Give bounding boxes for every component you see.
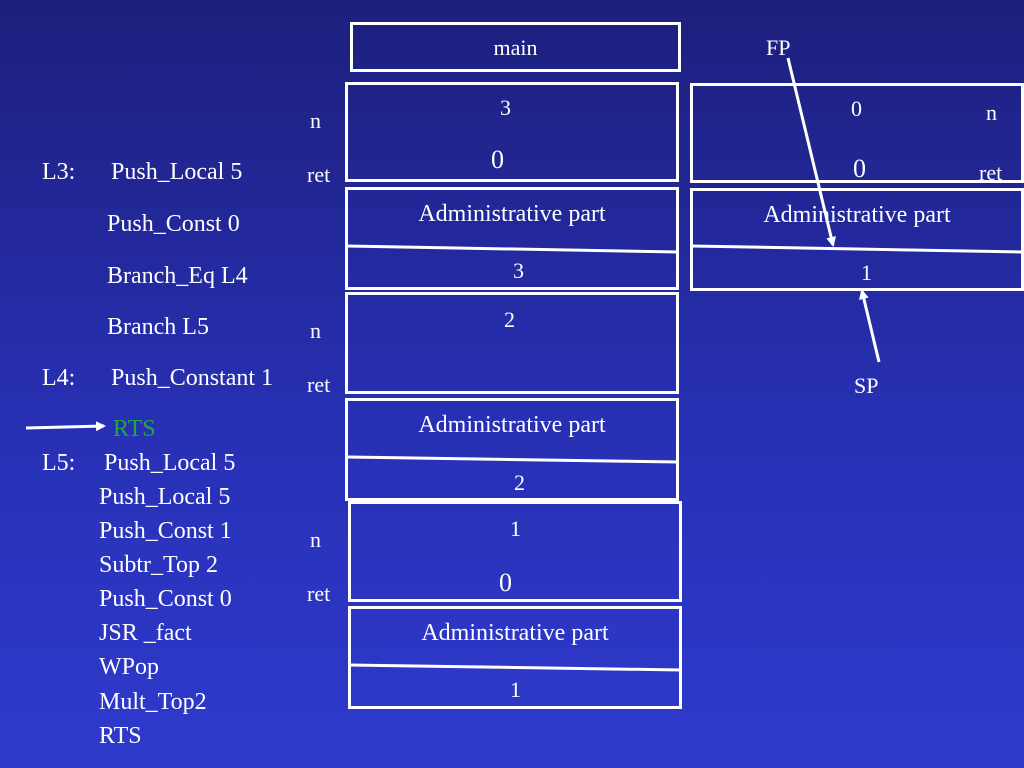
code-line-l4: Push_Constant 1 [111, 365, 274, 391]
code-line: Mult_Top2 [99, 689, 207, 715]
frame2-ret-label: ret [307, 372, 331, 397]
fp-arrow-icon [786, 57, 836, 247]
label-l3: L3: [42, 159, 76, 185]
current-separator [690, 244, 1024, 254]
frame2-link-value: 2 [514, 470, 525, 495]
frame1-n-label: n [310, 108, 321, 133]
current-n-label: n [986, 100, 997, 125]
sp-label: SP [854, 373, 879, 398]
frame3-n-value: 1 [510, 516, 521, 541]
current-ret-value: 0 [853, 154, 866, 183]
code-line-branch: Branch L5 [107, 314, 209, 340]
frame1-admin-box: Administrative part 3 [345, 187, 679, 290]
frame2-admin-box: Administrative part 2 [345, 398, 679, 501]
frame3-admin-box: Administrative part 1 [348, 606, 682, 709]
code-line: Subtr_Top 2 [99, 552, 218, 578]
current-variables-box: 0 n 0 ret [690, 83, 1024, 185]
label-l5: L5: [42, 450, 76, 476]
main-frame-box: main [350, 22, 681, 72]
current-ret-label: ret [979, 160, 1003, 185]
code-line-l5: Push_Local 5 [104, 450, 236, 476]
frame3-separator [348, 663, 682, 672]
sp-arrow-icon [859, 289, 881, 363]
current-admin-label: Administrative part [763, 202, 951, 228]
code-line: WPop [99, 654, 159, 680]
code-line: RTS [99, 723, 142, 749]
frame3-ret-label: ret [307, 581, 331, 606]
code-line-l3: Push_Local 5 [111, 159, 243, 185]
current-instruction: RTS [113, 416, 156, 442]
frame1-separator [345, 244, 679, 254]
code-line: JSR _fact [99, 620, 192, 646]
frame3-link-value: 1 [510, 677, 521, 702]
current-link-value: 1 [861, 260, 872, 285]
main-frame-label: main [493, 35, 538, 60]
pc-arrow-icon [25, 421, 106, 432]
frame2-variables-box: 2 [345, 292, 679, 394]
frame2-n-label: n [310, 318, 321, 343]
label-l4: L4: [42, 365, 76, 391]
frame2-separator [345, 455, 679, 464]
code-line-branch-eq: Branch_Eq L4 [107, 263, 248, 289]
frame1-link-value: 3 [513, 258, 524, 283]
frame2-admin-label: Administrative part [418, 412, 606, 438]
frame2-n-value: 2 [504, 307, 515, 332]
frame3-admin-label: Administrative part [421, 620, 609, 646]
code-line: Push_Const 0 [99, 586, 232, 612]
frame1-variables-box: 3 0 [345, 82, 679, 182]
fp-label: FP [766, 35, 791, 60]
frame1-ret-value: 0 [491, 145, 504, 174]
frame3-ret-value: 0 [499, 568, 512, 597]
frame3-n-label: n [310, 527, 321, 552]
code-line-push-const: Push_Const 0 [107, 211, 240, 237]
frame3-variables-box: 1 0 [348, 501, 682, 602]
code-line: Push_Const 1 [99, 518, 232, 544]
current-n-value: 0 [851, 96, 862, 121]
frame1-n-value: 3 [500, 95, 511, 120]
code-line: Push_Local 5 [99, 484, 231, 510]
frame1-admin-label: Administrative part [418, 201, 606, 227]
current-admin-box: Administrative part 1 [690, 188, 1024, 291]
frame1-ret-label: ret [307, 162, 331, 187]
